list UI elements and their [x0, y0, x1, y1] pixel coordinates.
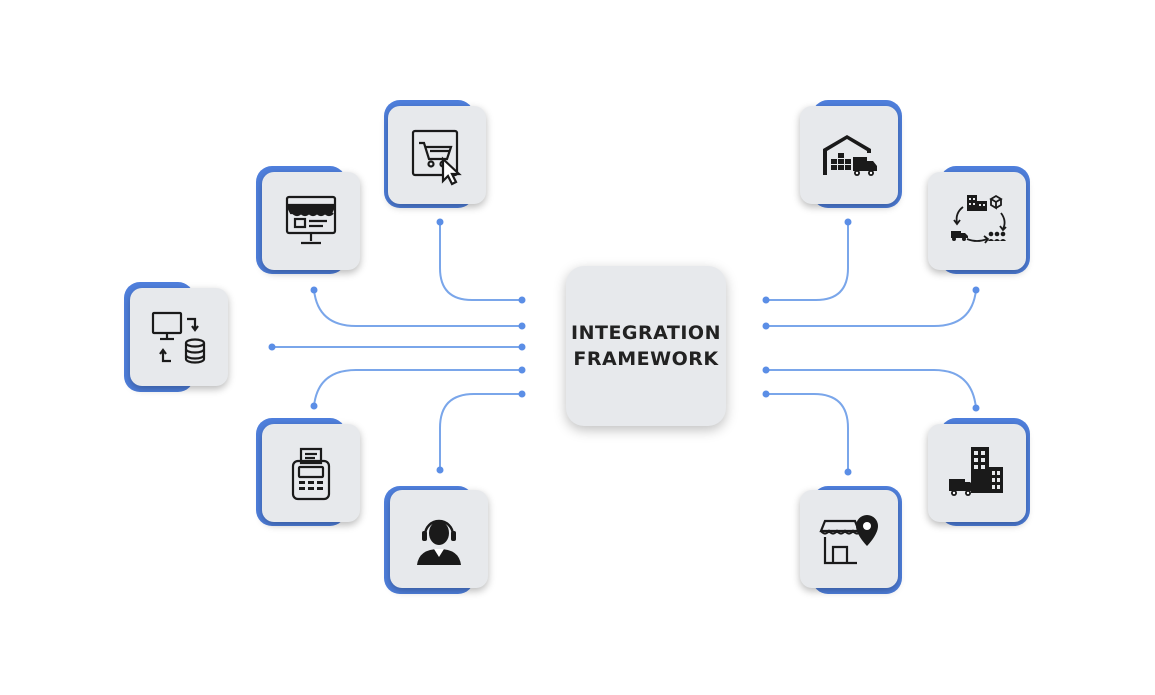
node-store-location [800, 486, 902, 594]
node-office-building [928, 418, 1030, 526]
connector-support [439, 393, 522, 470]
integration-framework-hub: INTEGRATION FRAMEWORK [566, 266, 726, 426]
receipt-machine-icon [291, 447, 331, 501]
store-location-pin-icon [819, 515, 878, 565]
connector-store-pin [766, 393, 849, 472]
connector-warehouse [766, 222, 849, 301]
connector-supply-chain [766, 289, 977, 327]
node-customer-support [384, 486, 488, 594]
node-online-store [256, 166, 360, 274]
connector-receipt [313, 369, 522, 407]
connector-cart [439, 222, 522, 301]
connector-building [766, 369, 977, 409]
supply-chain-cycle-icon [951, 194, 1007, 244]
online-store-monitor-icon [285, 195, 337, 245]
node-computer-database [124, 282, 228, 392]
customer-support-headset-icon [417, 519, 461, 565]
shopping-cart-click-icon [411, 129, 462, 186]
hub-title-line1: INTEGRATION [571, 322, 721, 344]
connector-store-monitor [313, 289, 522, 327]
hub-title-line2: FRAMEWORK [573, 348, 719, 370]
node-shopping-cart [384, 100, 486, 208]
node-receipt-machine [256, 418, 360, 526]
computer-database-sync-icon [151, 311, 206, 364]
office-building-truck-icon [949, 447, 1003, 496]
node-supply-chain [928, 166, 1030, 274]
warehouse-truck-icon [823, 135, 877, 176]
node-warehouse [800, 100, 902, 208]
